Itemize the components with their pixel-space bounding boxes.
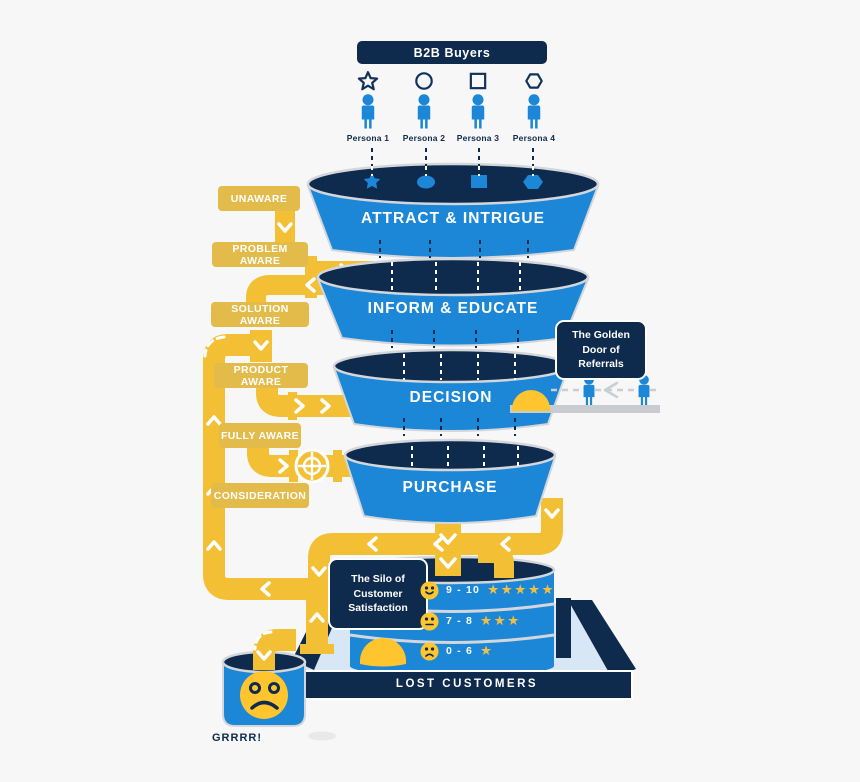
shadow bbox=[308, 731, 336, 741]
exit-plank bbox=[510, 405, 660, 413]
hexagon-icon bbox=[502, 70, 566, 92]
funnel-tier-decision bbox=[332, 348, 570, 432]
persona-1: Persona 1 bbox=[336, 70, 400, 143]
persona-3: Persona 3 bbox=[446, 70, 510, 143]
b2b-buyers-banner: B2B Buyers bbox=[357, 41, 547, 64]
persona-label: Persona 2 bbox=[402, 133, 446, 143]
bucket-grr-label: GRRRR! bbox=[212, 732, 262, 744]
satisfaction-silo-callout: The Silo of Customer Satisfaction bbox=[328, 558, 428, 630]
hexagon-icon bbox=[523, 175, 543, 189]
square-icon bbox=[471, 175, 487, 188]
golden-door-arch bbox=[512, 390, 550, 411]
persona-label: Persona 4 bbox=[512, 133, 556, 143]
person-icon bbox=[446, 92, 510, 129]
pipe-elbow-accents bbox=[203, 335, 273, 651]
circle-icon bbox=[417, 175, 435, 189]
happy-face-icon bbox=[420, 581, 439, 599]
score-range: 0 - 6 bbox=[446, 645, 474, 657]
funnel-stage-purchase-label: PURCHASE bbox=[402, 479, 498, 496]
star-rating: ★★★★★ bbox=[487, 582, 556, 598]
sad-face-icon bbox=[420, 642, 439, 660]
square-icon bbox=[446, 70, 510, 92]
awareness-label-solution-aware: SOLUTION AWARE bbox=[211, 302, 309, 327]
score-range: 9 - 10 bbox=[446, 584, 481, 596]
persona-4: Persona 4 bbox=[502, 70, 566, 143]
silo-row-passives: 7 - 8 ★★★ bbox=[420, 611, 521, 631]
awareness-label-fully-aware: FULLY AWARE bbox=[219, 423, 301, 448]
lost-customers-label: LOST CUSTOMERS bbox=[395, 678, 539, 690]
score-range: 7 - 8 bbox=[446, 615, 474, 627]
person-icon bbox=[502, 92, 566, 129]
silo-row-detractors: 0 - 6 ★ bbox=[420, 641, 494, 661]
referral-door-callout: The Golden Door of Referrals bbox=[555, 320, 647, 380]
arrow-left-icon bbox=[603, 381, 619, 399]
silo-row-promoters: 9 - 10 ★★★★★ bbox=[420, 580, 555, 600]
awareness-label-unaware: UNAWARE bbox=[218, 186, 300, 211]
golden-door-exit bbox=[510, 374, 660, 413]
circle-icon bbox=[392, 70, 456, 92]
persona-label: Persona 1 bbox=[346, 133, 390, 143]
sad-face-icon bbox=[240, 671, 288, 719]
funnel-stage-attract-label: ATTRACT & INTRIGUE bbox=[361, 210, 545, 227]
silo-door-arch bbox=[360, 638, 406, 667]
funnel-stage-inform-label: INFORM & EDUCATE bbox=[367, 300, 539, 317]
awareness-label-consideration: CONSIDERATION bbox=[211, 483, 309, 508]
persona-2: Persona 2 bbox=[392, 70, 456, 143]
funnel-stage-decision-label: DECISION bbox=[409, 389, 493, 406]
persona-drop-lines bbox=[371, 148, 534, 436]
star-icon bbox=[336, 70, 400, 92]
star-icon bbox=[363, 173, 381, 189]
falling-persona-shapes bbox=[363, 173, 543, 189]
valve-wheel-icon bbox=[294, 448, 330, 484]
pipe-flow-chevrons bbox=[206, 222, 560, 661]
awareness-label-product-aware: PRODUCT AWARE bbox=[214, 363, 308, 388]
star-rating: ★ bbox=[480, 643, 494, 659]
persona-label: Persona 3 bbox=[456, 133, 500, 143]
neutral-face-icon bbox=[420, 612, 439, 630]
awareness-label-problem-aware: PROBLEM AWARE bbox=[212, 242, 308, 267]
funnel-tier-purchase bbox=[343, 438, 557, 524]
star-rating: ★★★ bbox=[480, 613, 521, 629]
lost-customers-band bbox=[301, 670, 633, 700]
person-icon bbox=[336, 92, 400, 129]
rim-drop-lines bbox=[371, 166, 534, 468]
